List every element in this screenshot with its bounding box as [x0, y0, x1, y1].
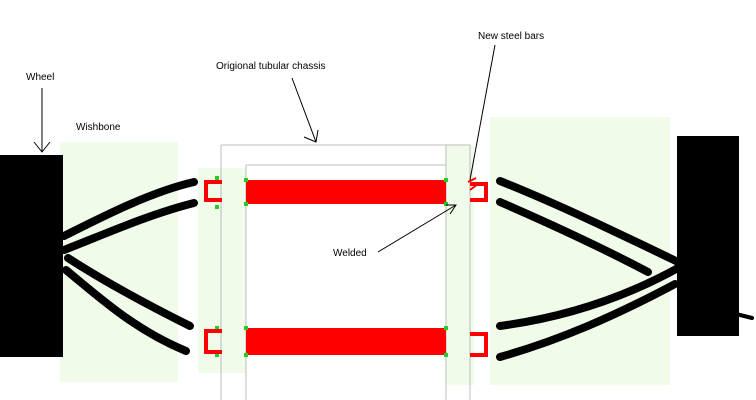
right-lower-bracket: [470, 332, 488, 357]
right-upper-wishbone-arm: [496, 177, 682, 266]
steel-bars-label: New steel bars: [478, 31, 545, 42]
steel-bars-arrow: [469, 44, 496, 181]
weld-mark: [215, 326, 219, 330]
weld-mark: [244, 178, 248, 182]
left-wishbone: [60, 178, 198, 355]
right-wheel: [677, 136, 739, 336]
weld-mark: [244, 326, 248, 330]
wheel-label: Wheel: [26, 72, 55, 83]
weld-mark: [244, 202, 248, 206]
left-upper-bracket: [204, 180, 222, 202]
right-wishbone: [496, 177, 682, 361]
right-lower-wishbone-arm: [496, 280, 679, 361]
upper-steel-bar: [246, 180, 446, 204]
right-upper-wishbone-arm: [496, 198, 652, 276]
chassis-arrow: [291, 77, 319, 143]
left-lower-wishbone-arm: [62, 266, 190, 355]
weld-mark: [215, 205, 219, 209]
welded-label: Welded: [333, 248, 367, 259]
left-lower-bracket: [204, 329, 222, 354]
weld-mark: [215, 176, 219, 180]
weld-mark: [244, 353, 248, 357]
left-upper-wishbone-arm: [60, 199, 198, 254]
red-scribble: [467, 177, 479, 191]
left-wheel: [0, 155, 63, 357]
leader-lines: [33, 44, 496, 253]
chassis-label: Origional tubular chassis: [216, 61, 326, 72]
wheel-arrow: [33, 88, 51, 153]
chassis-right-highlight: [446, 145, 474, 385]
weld-mark: [215, 353, 219, 357]
weld-marks: [215, 176, 448, 357]
right-wheel-stub: [734, 312, 754, 320]
wishbone-label: Wishbone: [76, 122, 121, 133]
weld-mark: [444, 326, 448, 330]
left-lower-wishbone-arm: [64, 254, 194, 330]
right-lower-wishbone-arm: [496, 264, 682, 330]
lower-steel-bar: [246, 328, 446, 355]
weld-mark: [444, 178, 448, 182]
weld-mark: [444, 202, 448, 206]
weld-mark: [444, 353, 448, 357]
welded-arrow: [377, 204, 457, 253]
right-highlight-region: [490, 117, 670, 385]
left-upper-wishbone-arm: [60, 178, 198, 240]
